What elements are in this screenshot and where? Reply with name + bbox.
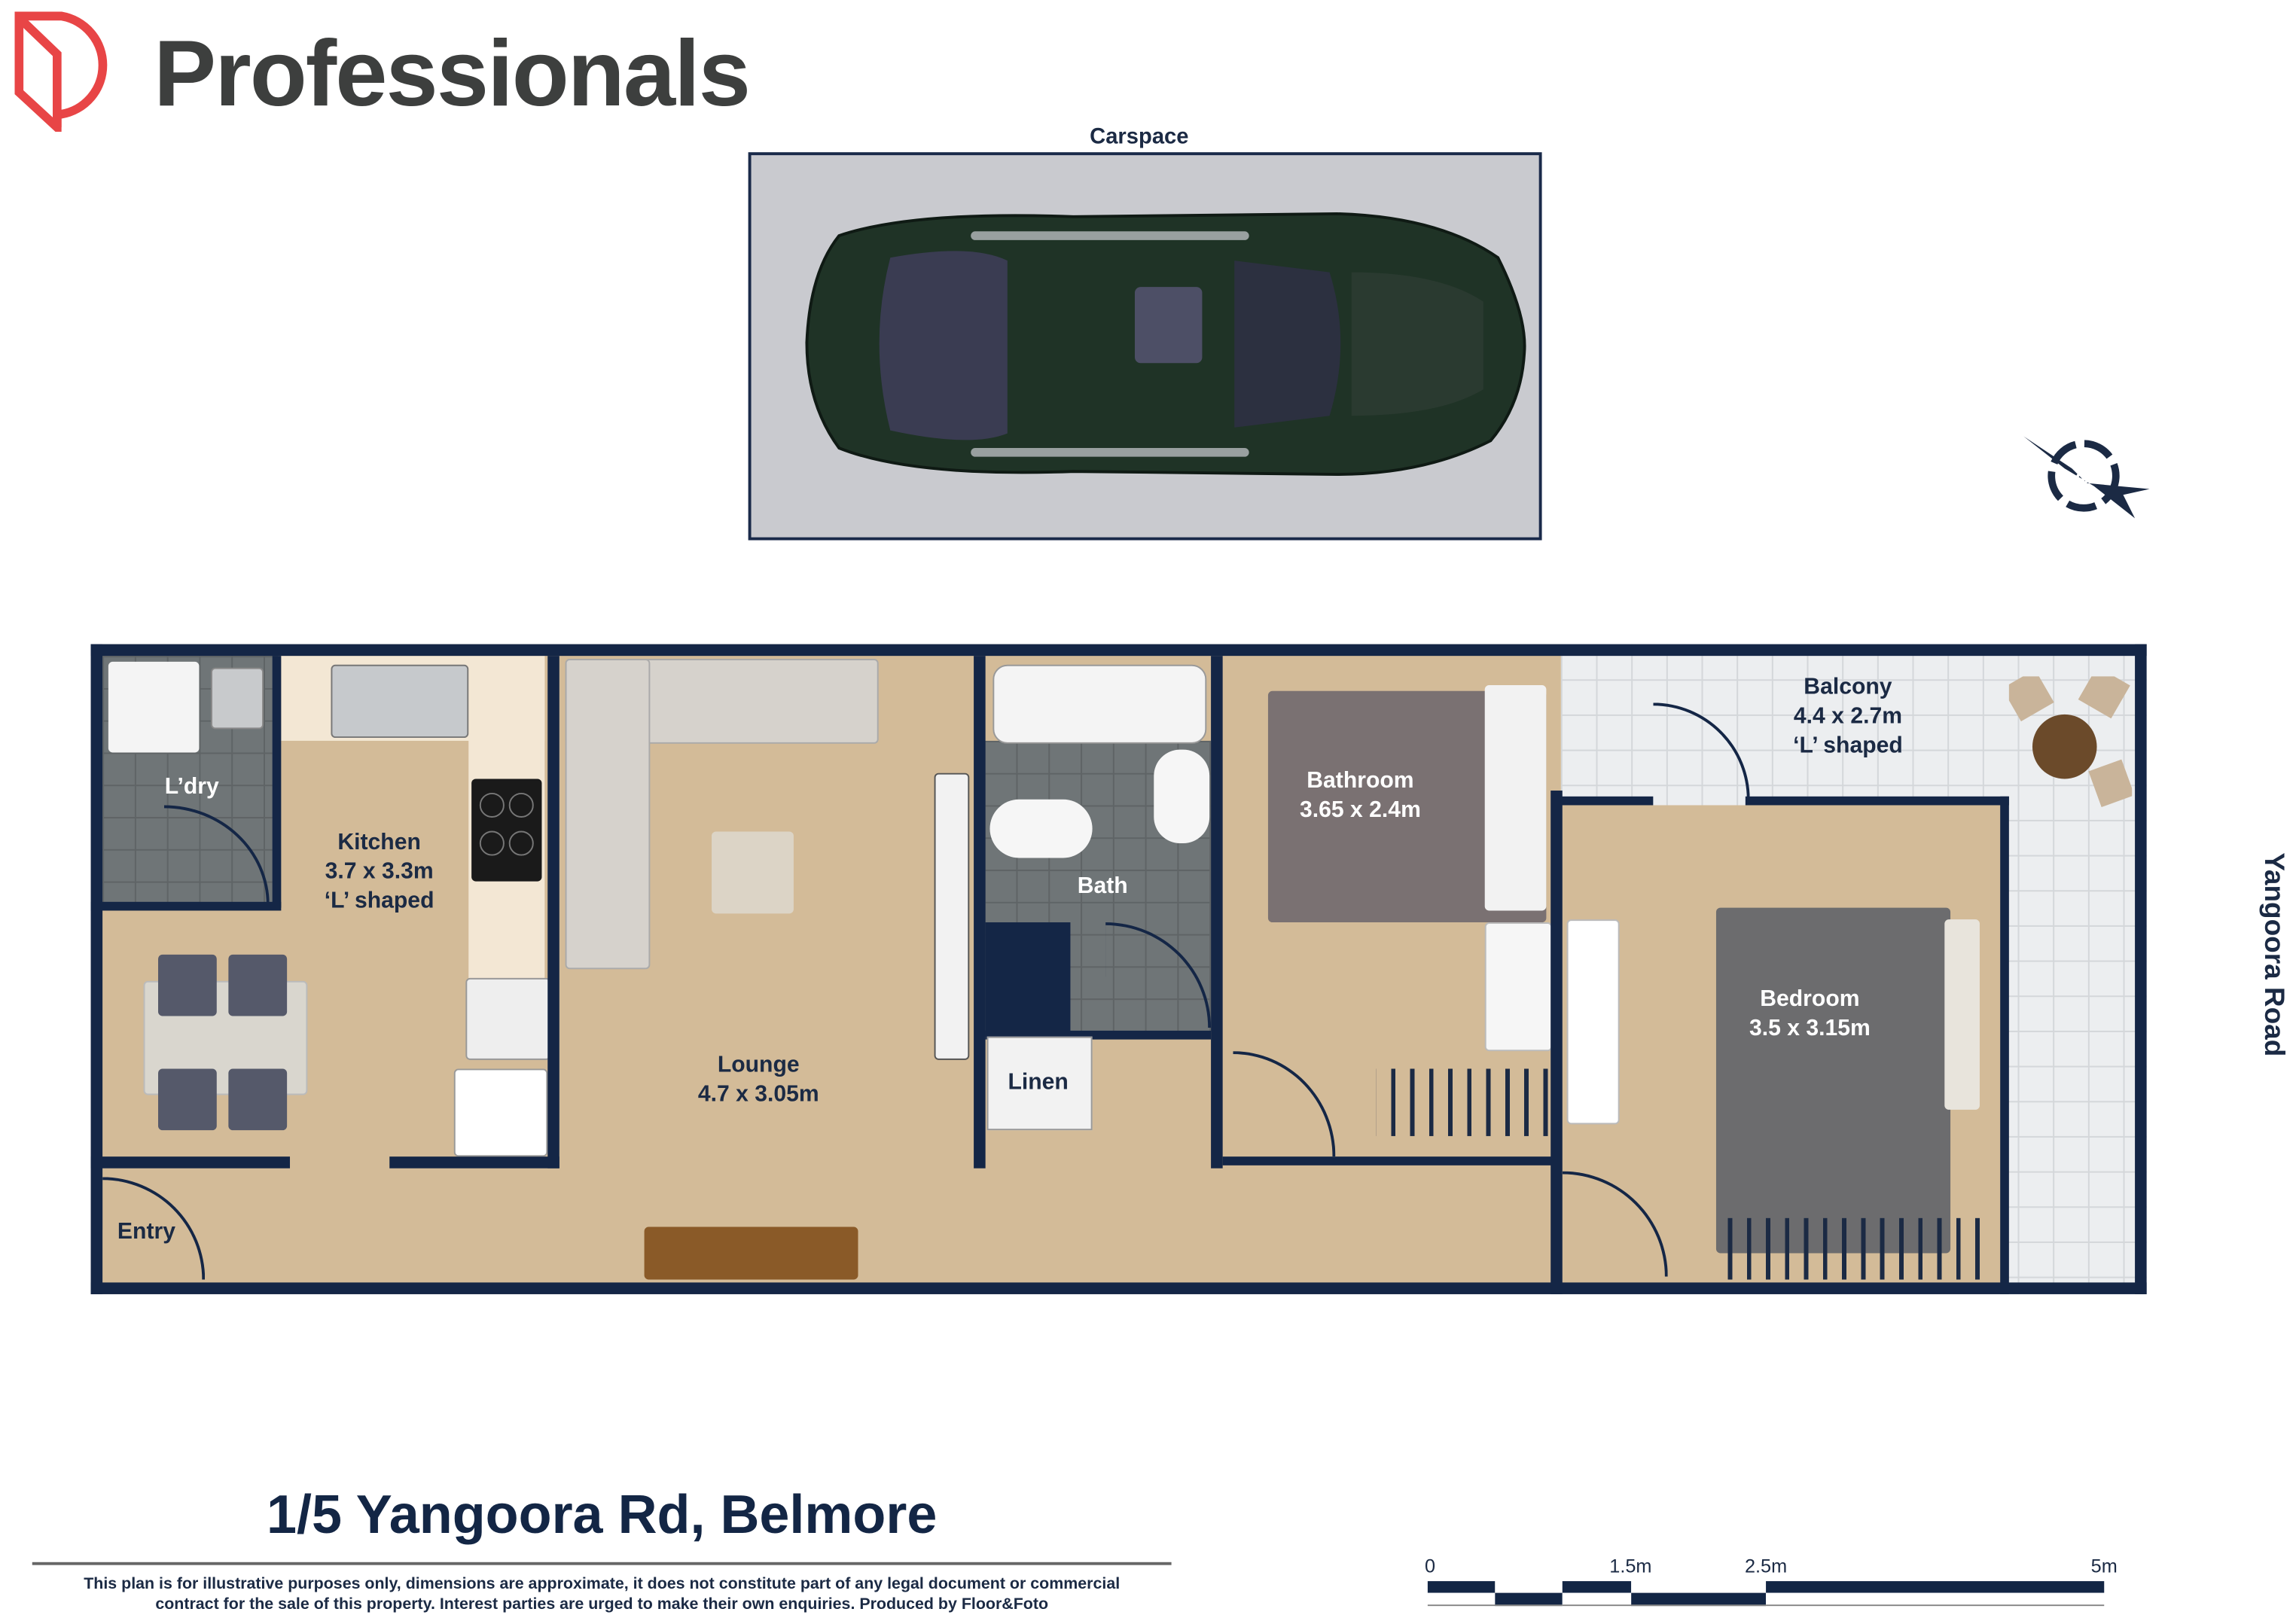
room-size: 3.65 x 2.4m (1300, 797, 1421, 823)
carspace-label: Carspace (1090, 124, 1189, 150)
wall (2000, 796, 2009, 1294)
wall (90, 901, 282, 911)
basin (1154, 749, 1210, 844)
brand-name: Professionals (154, 20, 751, 126)
toilet (989, 799, 1093, 858)
scale-segment (1427, 1592, 1496, 1607)
wall (389, 1156, 560, 1169)
scale-segment (1630, 1581, 1767, 1593)
floor-plan: L’dry Kitchen 3.7 x 3.3m ‘L’ shaped Lounge… (90, 644, 2147, 1294)
scale-segment (1630, 1592, 1767, 1607)
fridge (465, 977, 551, 1060)
room-size: 4.4 x 2.7m (1793, 704, 1903, 730)
bed-pillows (1484, 685, 1547, 911)
dining-chair (228, 954, 288, 1016)
wall (90, 644, 103, 1294)
wardrobe-hangers (1713, 1217, 1995, 1280)
room-name: Kitchen (337, 830, 421, 855)
carspace-area (748, 152, 1542, 541)
scale-label: 0 (1424, 1555, 1436, 1577)
room-size: 3.7 x 3.3m (325, 859, 434, 885)
linen-cupboard (986, 1036, 1093, 1131)
shelving (1566, 919, 1620, 1125)
professionals-logo-icon (14, 11, 108, 133)
tv-unit (934, 772, 970, 1060)
washing-machine (108, 661, 200, 753)
room-note: ‘L’ shaped (1793, 733, 1903, 759)
bed (1715, 907, 1951, 1254)
pantry (453, 1068, 548, 1157)
scale-label: 1.5m (1609, 1555, 1652, 1577)
bed-pillows (1944, 919, 1980, 1110)
street-label: Yangoora Road (2258, 852, 2289, 1057)
dining-chair (158, 1068, 217, 1131)
wall (1550, 791, 1563, 1294)
balcony-label: Balcony 4.4 x 2.7m ‘L’ shaped (1793, 673, 1903, 761)
wall (2135, 644, 2147, 1294)
wall (974, 656, 986, 1169)
wall (1211, 656, 1223, 1169)
scale-segment (1427, 1581, 1496, 1593)
desk (1484, 922, 1553, 1052)
divider (32, 1562, 1172, 1565)
wall (1745, 796, 2009, 806)
outdoor-setting (2002, 666, 2135, 808)
laundry-tub (211, 667, 264, 730)
ottoman (712, 831, 794, 914)
wall (985, 922, 1071, 1037)
wall (547, 656, 560, 1169)
bathtub (992, 664, 1207, 744)
dining-chair (158, 954, 217, 1016)
scale-bar: 0 1.5m 2.5m 5m (1424, 1555, 2118, 1607)
laundry-label: L’dry (164, 774, 219, 800)
wall (985, 1030, 1212, 1040)
wall (90, 1156, 291, 1169)
wall (90, 644, 2147, 657)
lounge-label: Lounge 4.7 x 3.05m (698, 1051, 819, 1110)
room-name: Bathroom (1307, 768, 1414, 794)
disclaimer-line: contract for the sale of this property. … (155, 1595, 1049, 1613)
bedroom-label: Bedroom 3.5 x 3.15m (1749, 986, 1871, 1044)
entry-label: Entry (117, 1219, 175, 1245)
console-table (644, 1226, 858, 1280)
linen-label: Linen (1008, 1070, 1069, 1095)
room-name: Lounge (717, 1053, 800, 1078)
scale-label: 5m (2090, 1555, 2118, 1577)
wall (90, 1282, 2147, 1294)
scale-segment (1495, 1581, 1563, 1593)
room-note: ‘L’ shaped (324, 888, 435, 914)
scale-segment (1563, 1592, 1631, 1607)
scale-label: 2.5m (1744, 1555, 1788, 1577)
car-icon (805, 212, 1526, 476)
north-compass-icon: N (2023, 436, 2150, 519)
room-name: Bedroom (1760, 986, 1860, 1012)
room-size: 4.7 x 3.05m (697, 1081, 819, 1108)
room-name: Balcony (1804, 675, 1892, 700)
compass-letter: N (2070, 463, 2096, 492)
scale-segment (1495, 1592, 1563, 1607)
disclaimer: This plan is for illustrative purposes o… (84, 1574, 1120, 1614)
cooktop (471, 779, 542, 882)
scale-segment (1563, 1581, 1631, 1593)
wall (1222, 1156, 1560, 1166)
kitchen-label: Kitchen 3.7 x 3.3m ‘L’ shaped (325, 829, 435, 917)
wall (272, 656, 282, 908)
sofa-chaise (565, 659, 651, 970)
dining-chair (228, 1068, 288, 1131)
bath-label: Bath (1077, 873, 1128, 899)
wardrobe-hangers (1376, 1068, 1550, 1136)
scale-segment (1766, 1581, 2105, 1593)
bathroom-label: Bathroom 3.65 x 2.4m (1300, 767, 1421, 826)
wall (1559, 796, 1654, 806)
room-size: 3.5 x 3.15m (1749, 1016, 1871, 1041)
kitchen-sink (331, 664, 469, 739)
scale-segment (1766, 1592, 2105, 1607)
property-address: 1/5 Yangoora Rd, Belmore (267, 1484, 938, 1545)
disclaimer-line: This plan is for illustrative purposes o… (84, 1575, 1121, 1593)
